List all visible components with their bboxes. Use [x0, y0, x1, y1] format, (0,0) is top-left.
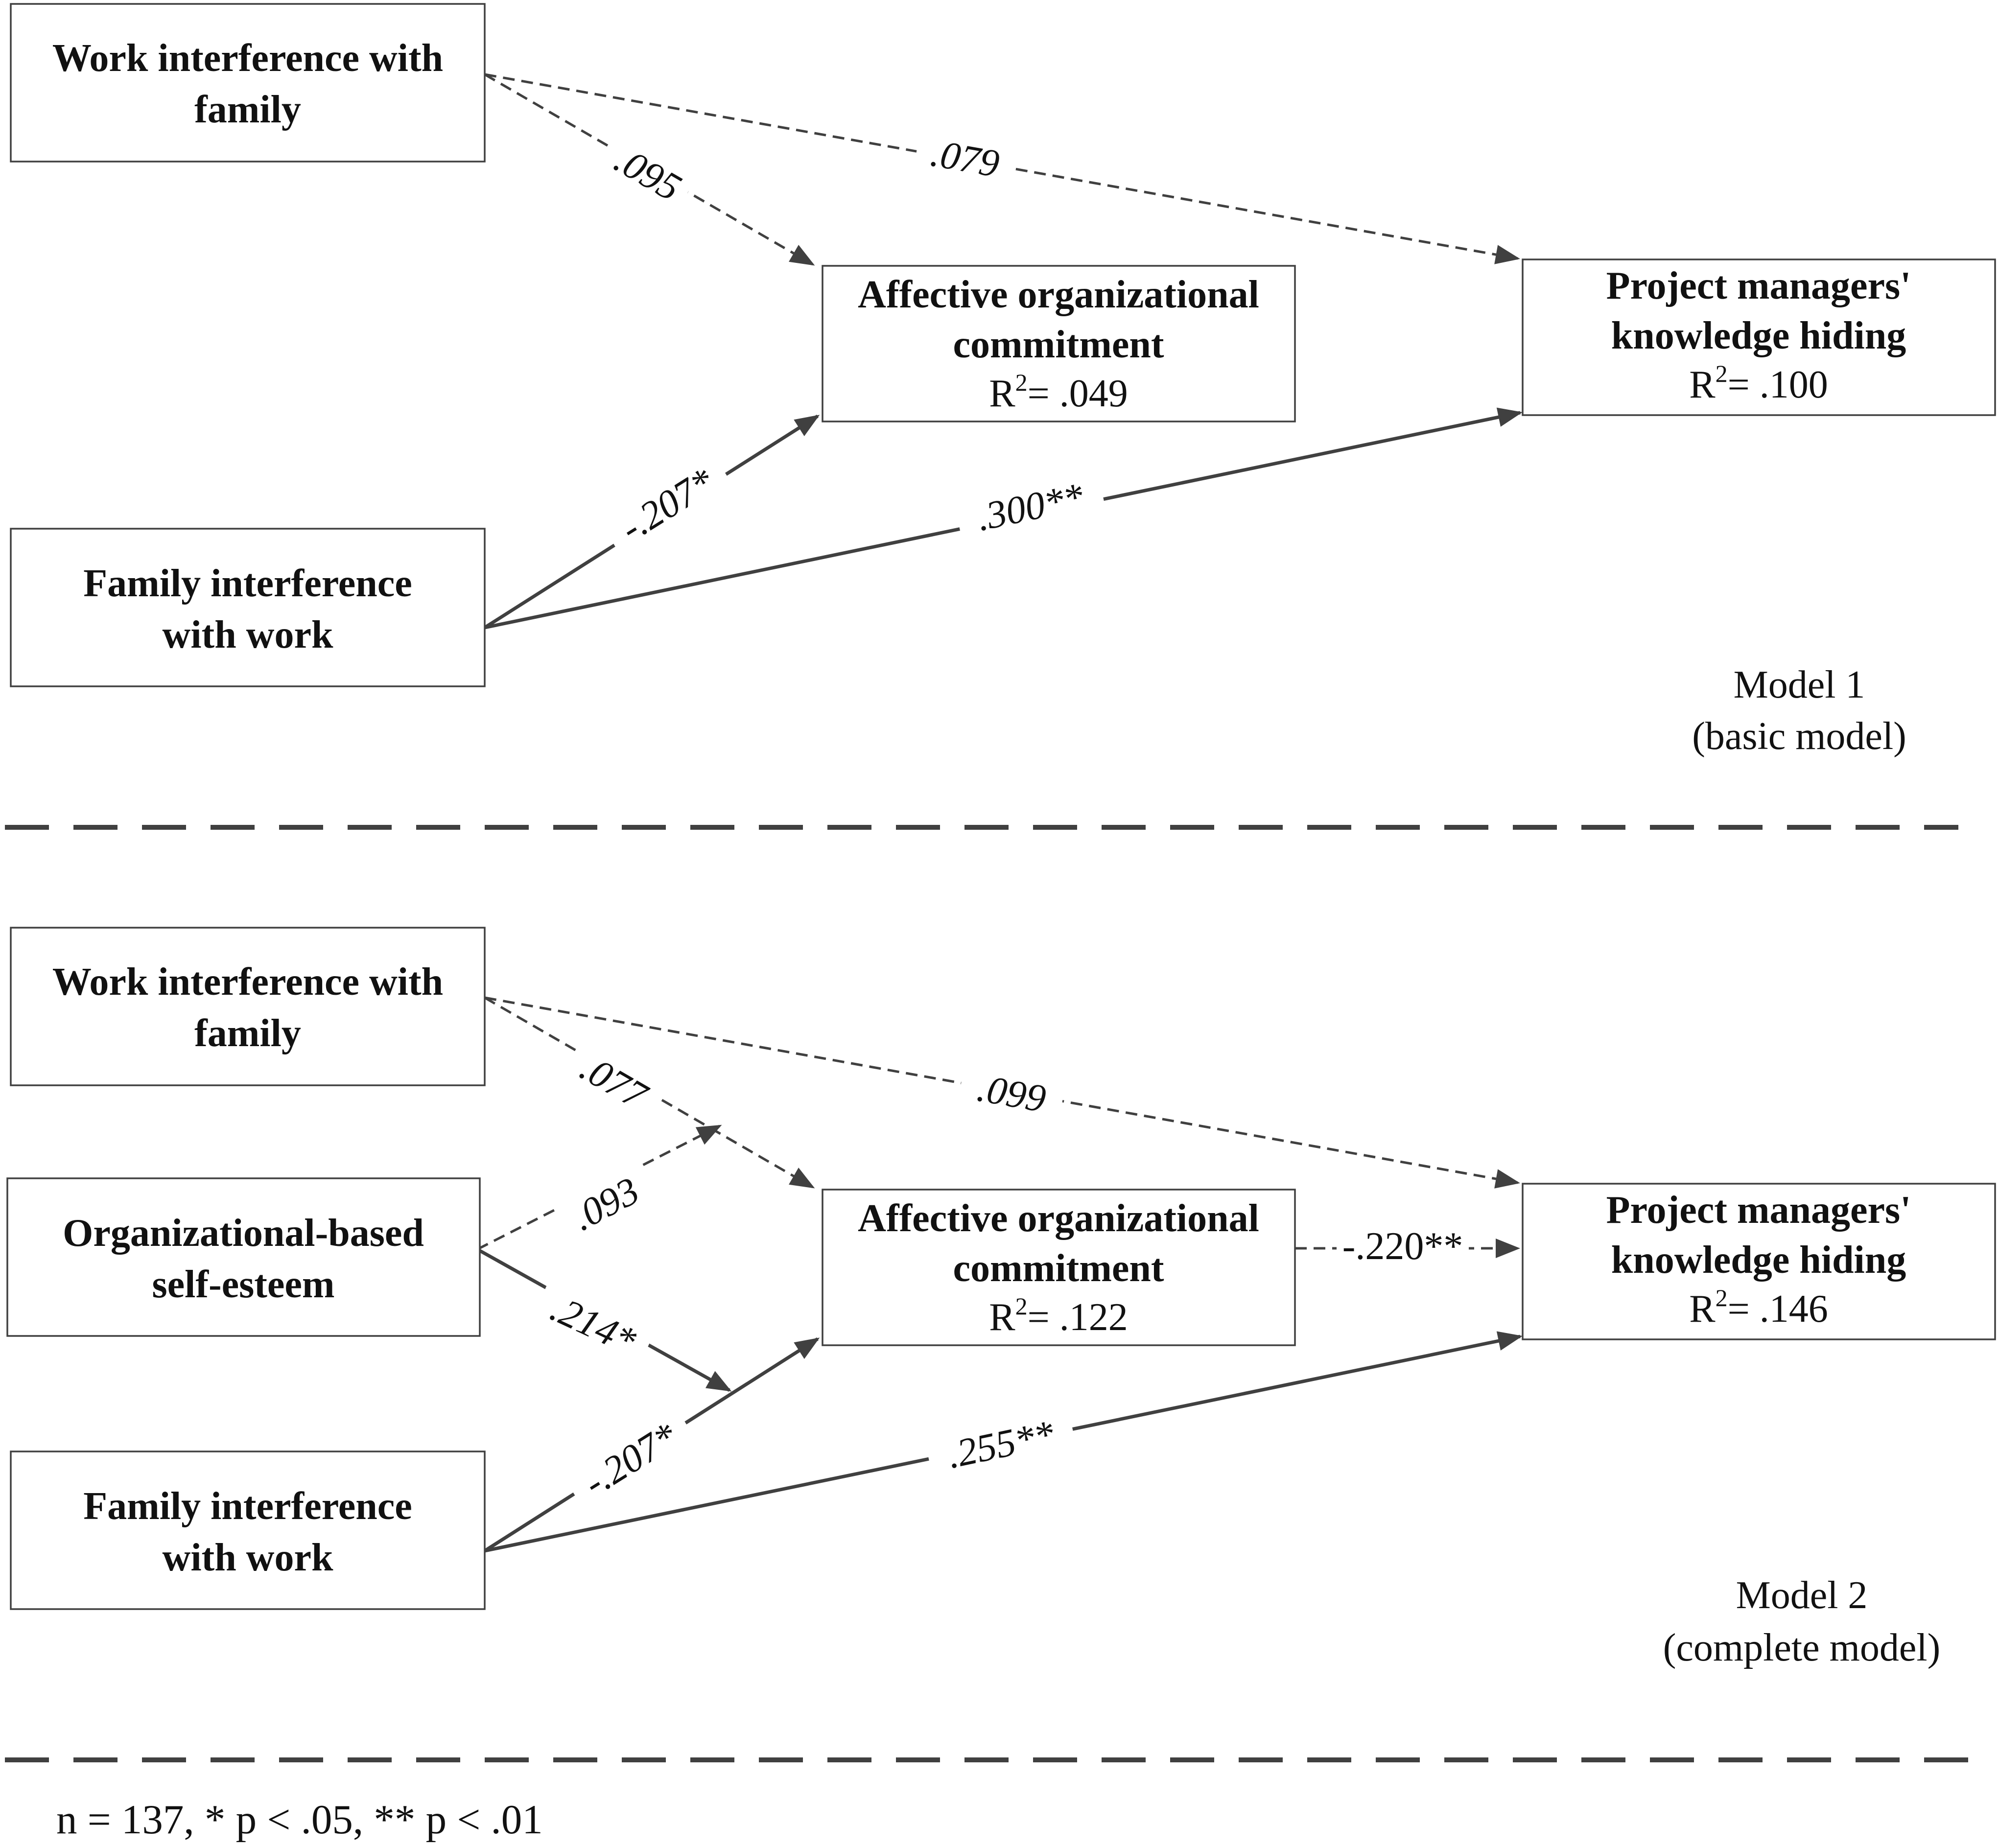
svg-text:Affective organizational: Affective organizational	[858, 273, 1259, 316]
model-2: .077 .099 .093 .214* -.207* .255** -.220…	[6, 927, 1996, 1669]
model-2-label: Model 2 (complete model)	[1663, 1574, 1940, 1669]
svg-text:self-esteem: self-esteem	[152, 1263, 334, 1306]
svg-text:family: family	[194, 88, 301, 131]
coef-m2-aoc-pmkh: -.220**	[1337, 1221, 1469, 1268]
node-m2-wif: Work interference with family	[10, 927, 486, 1086]
svg-text:Family interference: Family interference	[83, 1485, 412, 1528]
svg-text:knowledge hiding: knowledge hiding	[1611, 1239, 1906, 1282]
svg-text:Organizational-based: Organizational-based	[63, 1212, 424, 1255]
svg-text:Project managers': Project managers'	[1606, 1189, 1911, 1232]
svg-text:R2= .146: R2= .146	[1689, 1284, 1828, 1331]
svg-text:(complete model): (complete model)	[1663, 1626, 1940, 1669]
svg-text:Family interference: Family interference	[83, 562, 412, 605]
node-m1-fiw: Family interference with work	[10, 528, 486, 687]
svg-text:family: family	[194, 1012, 301, 1055]
model-1-label: Model 1 (basic model)	[1692, 663, 1906, 758]
coef-m2-wif-pmkh: .099	[958, 1058, 1067, 1121]
svg-text:Project managers': Project managers'	[1606, 264, 1911, 307]
svg-text:Model 2: Model 2	[1736, 1574, 1868, 1617]
node-m2-pmkh: Project managers' knowledge hiding R2= .…	[1522, 1183, 1996, 1340]
svg-text:knowledge hiding: knowledge hiding	[1611, 314, 1906, 357]
node-m1-pmkh: Project managers' knowledge hiding R2= .…	[1522, 258, 1996, 416]
svg-text:Work interference with: Work interference with	[52, 37, 443, 80]
svg-text:R2= .100: R2= .100	[1689, 360, 1828, 406]
model-1: .095 .079 -.207* .300** Work interferenc…	[10, 3, 1996, 758]
node-m1-aoc: Affective organizational commitment R2= …	[822, 265, 1296, 422]
svg-text:R2= .049: R2= .049	[989, 369, 1128, 415]
svg-text:Affective organizational: Affective organizational	[858, 1197, 1259, 1240]
coef-m1-fiw-aoc: -.207*	[596, 446, 732, 554]
svg-text:-.220**: -.220**	[1342, 1225, 1463, 1268]
svg-text:(basic model): (basic model)	[1692, 715, 1906, 758]
significance-note: n = 137, * p < .05, ** p < .01	[56, 1797, 543, 1843]
coef-m1-wif-aoc: .095	[601, 129, 699, 211]
svg-text:R2= .122: R2= .122	[989, 1292, 1128, 1339]
coef-m2-wif-aoc: .077	[564, 1035, 667, 1121]
svg-text:with work: with work	[163, 613, 333, 656]
svg-text:commitment: commitment	[953, 323, 1164, 366]
node-m2-obse: Organizational-based self-esteem	[6, 1177, 481, 1337]
svg-text:commitment: commitment	[953, 1247, 1164, 1290]
coef-m2-fiw-pmkh: .255**	[923, 1403, 1076, 1477]
node-m2-fiw: Family interference with work	[10, 1450, 486, 1610]
coef-m2-obse-wif-path: .093	[552, 1159, 655, 1242]
coef-m2-fiw-aoc: -.207*	[560, 1401, 696, 1509]
coef-m2-obse-fiw-path: .214*	[533, 1275, 658, 1365]
svg-text:Model 1: Model 1	[1734, 663, 1865, 706]
coef-m1-wif-pmkh: .079	[914, 124, 1018, 186]
svg-text:Work interference with: Work interference with	[52, 960, 443, 1004]
coef-m1-fiw-pmkh: .300**	[952, 465, 1105, 539]
node-m2-aoc: Affective organizational commitment R2= …	[822, 1189, 1296, 1346]
node-m1-wif: Work interference with family	[10, 3, 486, 163]
svg-text:with work: with work	[163, 1536, 333, 1579]
